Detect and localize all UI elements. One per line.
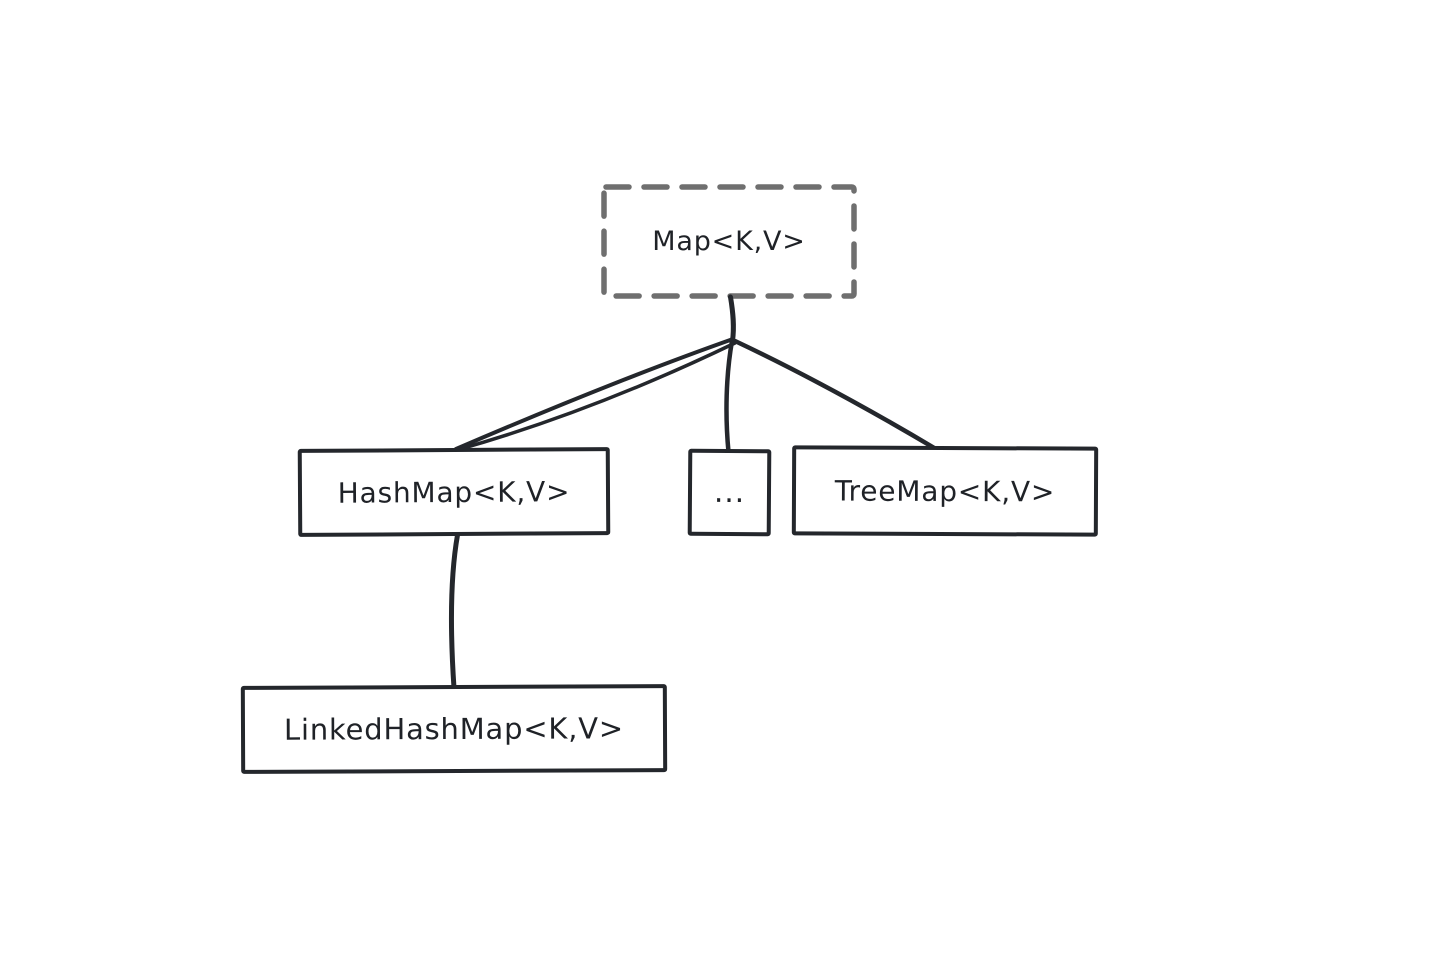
node-map: Map<K,V> — [600, 183, 858, 300]
edge-hashmap-linkedhashmap — [449, 532, 460, 691]
node-hashmap-label: HashMap<K,V> — [337, 474, 571, 510]
node-linkedhashmap-label: LinkedHashMap<K,V> — [283, 711, 625, 747]
node-ellipsis-label: ... — [713, 474, 746, 511]
node-linkedhashmap: LinkedHashMap<K,V> — [240, 684, 668, 774]
edge-map-hashmap — [454, 337, 735, 451]
node-map-label: Map<K,V> — [652, 226, 806, 257]
node-hashmap: HashMap<K,V> — [297, 447, 611, 537]
edge-map-hashmap-overdraw — [455, 341, 737, 452]
edge-map-stub — [728, 294, 736, 344]
edge-map-treemap — [732, 338, 939, 452]
edge-map-ellipsis — [724, 338, 735, 455]
node-treemap-label: TreeMap<K,V> — [834, 474, 1056, 508]
node-treemap: TreeMap<K,V> — [791, 445, 1099, 537]
node-ellipsis: ... — [687, 448, 772, 537]
